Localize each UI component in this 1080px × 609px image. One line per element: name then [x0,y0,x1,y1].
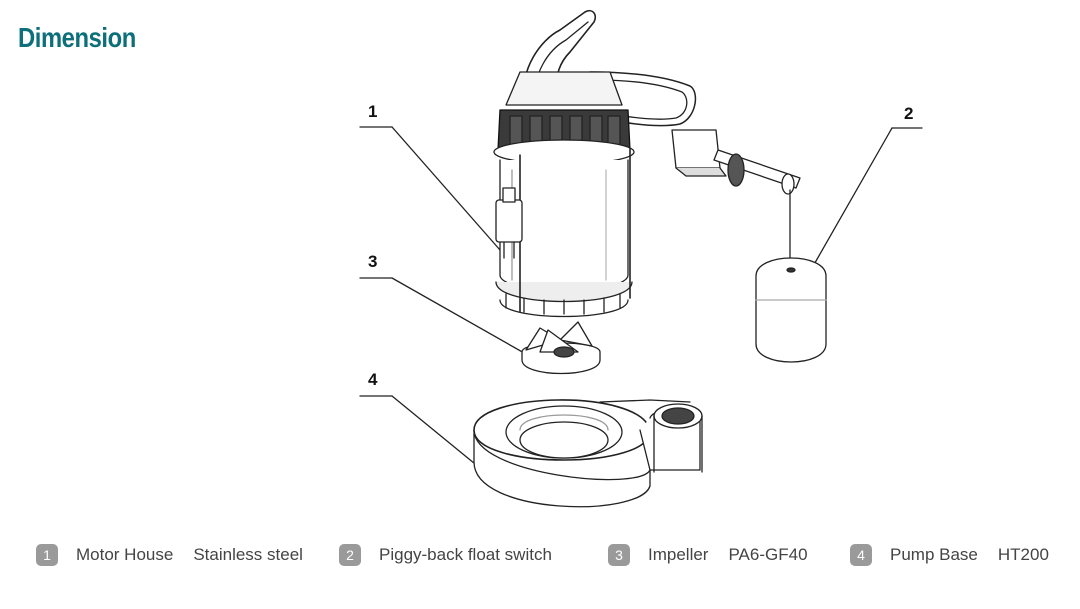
float-switch-illustration [671,129,827,363]
legend-number-badge: 2 [339,544,361,566]
legend-item-float-switch: 2 Piggy-back float switch [339,541,552,569]
leader-line-2 [811,127,923,269]
leader-line-3 [359,277,541,363]
page-title: Dimension [18,22,136,53]
legend-part-name: Impeller [648,545,709,564]
legend-part-name: Motor House [76,545,174,564]
legend-material: Stainless steel [193,545,303,564]
legend-item-impeller: 3 Impeller PA6-GF40 [608,541,808,569]
motor-house-illustration [493,9,697,318]
legend-item-motor-house: 1 Motor House Stainless steel [36,541,303,569]
legend-material: PA6-GF40 [728,545,808,564]
legend-part-name: Pump Base [890,545,978,564]
legend-number-badge: 4 [850,544,872,566]
leader-line-1 [359,126,501,251]
leader-line-4 [359,395,481,469]
callout-2: 2 [904,104,914,123]
callout-1: 1 [368,102,378,121]
legend-part-name: Piggy-back float switch [379,545,552,564]
pump-base-illustration [473,399,703,508]
callout-4: 4 [368,370,378,389]
legend-item-pump-base: 4 Pump Base HT200 [850,541,1049,569]
callout-3: 3 [368,252,378,271]
legend-material: HT200 [997,545,1049,564]
impeller-illustration [521,321,601,375]
parts-legend: 1 Motor House Stainless steel 2 Piggy-ba… [0,541,1080,569]
legend-number-badge: 3 [608,544,630,566]
legend-number-badge: 1 [36,544,58,566]
